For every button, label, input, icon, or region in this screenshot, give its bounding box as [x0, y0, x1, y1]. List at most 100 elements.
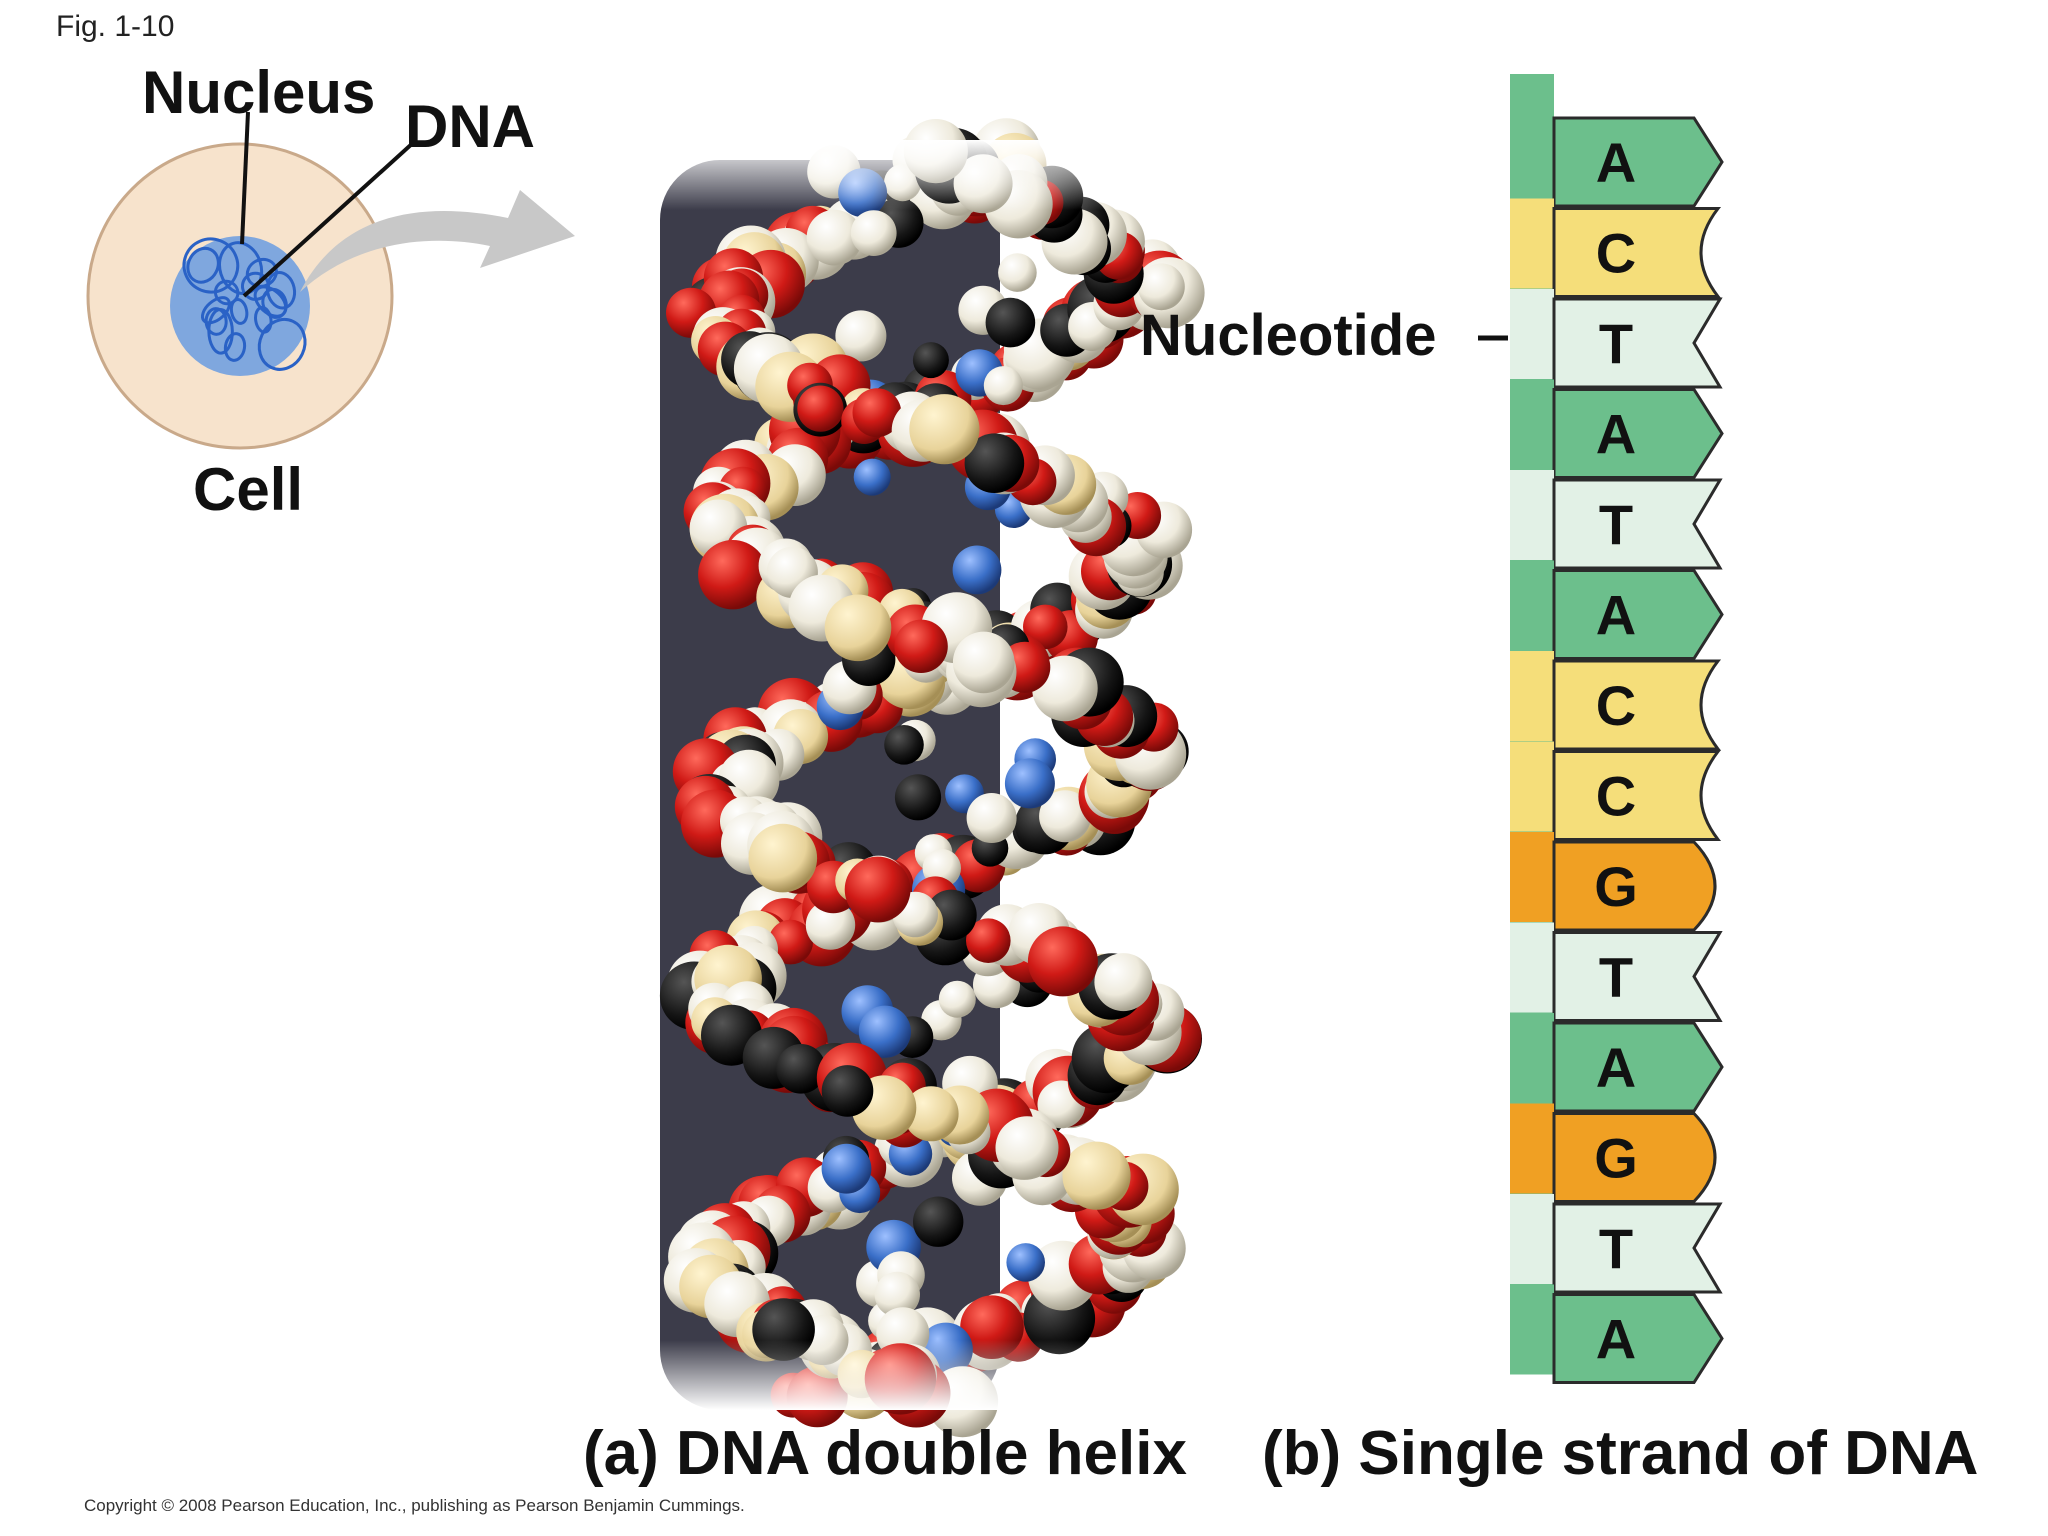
hydrogen-atom: [995, 1116, 1059, 1180]
oxygen-atom: [797, 385, 844, 432]
oxygen-atom: [852, 388, 902, 438]
backbone-segment: [1510, 1284, 1554, 1375]
base-letter: G: [1594, 855, 1638, 918]
caption-double-helix: (a) DNA double helix: [583, 1419, 1187, 1488]
backbone-segment: [1510, 1013, 1554, 1103]
carbon-atom: [912, 342, 949, 379]
nucleotide-base-A: [1552, 388, 1724, 479]
nucleus-dna-strands: [182, 237, 307, 371]
base-letter: A: [1596, 1036, 1636, 1099]
nucleotide-base-C: [1552, 659, 1722, 751]
helix-bottom-fade: [560, 1340, 1260, 1410]
hydrogen-atom: [1094, 953, 1153, 1012]
base-letter: T: [1599, 312, 1633, 375]
nucleotide-base-A: [1552, 1021, 1724, 1113]
oxygen-atom: [698, 540, 768, 610]
carbon-atom: [913, 1196, 964, 1247]
dna-pointer-line: [242, 140, 416, 298]
dna-label: DNA: [405, 93, 535, 160]
base-letter: T: [1599, 1217, 1633, 1280]
backbone-segment: [1510, 379, 1554, 470]
hydrogen-atom: [998, 253, 1037, 292]
nucleus-strand-loop: [223, 332, 247, 362]
hydrogen-atom: [938, 980, 976, 1018]
nucleus-strand-loop: [213, 279, 240, 306]
base-letter: T: [1599, 493, 1633, 556]
phosphorus-atom: [903, 1086, 959, 1142]
backbone-segment: [1510, 832, 1554, 922]
backbone-segment: [1510, 289, 1554, 379]
oxygen-atom: [844, 856, 911, 923]
backbone-segment: [1510, 741, 1554, 832]
nucleotide-base-A: [1552, 569, 1724, 660]
nucleus-label: Nucleus: [142, 59, 376, 126]
backbone-segment: [1510, 198, 1554, 289]
nucleotide-base-A: [1552, 116, 1724, 208]
nucleus-strand-loop: [253, 285, 288, 318]
base-letter: G: [1594, 1127, 1638, 1190]
cell-label: Cell: [193, 456, 304, 523]
nucleotide-base-T: [1552, 931, 1723, 1022]
oxygen-atom: [1027, 926, 1098, 997]
caption-single-strand: (b) Single strand of DNA: [1262, 1419, 1979, 1488]
carbon-atom: [821, 1065, 874, 1117]
nucleus-strand-loop: [257, 317, 307, 371]
base-letter: T: [1599, 946, 1633, 1009]
nucleus-strand-loop: [186, 246, 220, 284]
base-letter: C: [1596, 222, 1636, 285]
backbone-segment: [1510, 922, 1554, 1013]
carbon-atom: [894, 774, 942, 821]
base-letter: A: [1596, 584, 1636, 647]
base-letter: C: [1596, 674, 1636, 737]
base-letter: A: [1596, 131, 1636, 194]
cell-to-helix-arrow: [300, 190, 575, 292]
nucleotide-base-G: [1552, 840, 1717, 932]
base-letter: C: [1596, 765, 1636, 828]
nucleus-strand-loop: [182, 237, 240, 294]
hydrogen-atom: [952, 631, 1015, 694]
carbon-atom: [776, 1044, 826, 1094]
hydrogen-atom: [1138, 263, 1185, 311]
oxygen-atom: [966, 918, 1011, 963]
copyright-notice: Copyright © 2008 Pearson Education, Inc.…: [84, 1496, 745, 1515]
phosphorus-atom: [1062, 1141, 1131, 1210]
backbone-segment: [1510, 651, 1554, 741]
nucleotide-base-A: [1552, 1293, 1724, 1384]
hydrogen-atom: [835, 310, 887, 362]
hydrogen-atom: [966, 793, 1017, 843]
phosphorus-atom: [748, 823, 818, 893]
nitrogen-atom: [1004, 758, 1055, 809]
helix-top-fade: [560, 140, 1260, 210]
hydrogen-atom: [850, 210, 897, 256]
hydrogen-atom: [806, 209, 863, 266]
oxygen-atom: [894, 619, 948, 673]
nucleus-pointer-line: [240, 111, 250, 245]
nitrogen-atom: [853, 458, 891, 496]
nucleotide-label: Nucleotide: [1140, 303, 1437, 368]
nucleotide-base-T: [1552, 297, 1723, 389]
hydrogen-atom: [1039, 790, 1092, 843]
figure-label: Fig. 1-10: [56, 10, 175, 43]
nucleotide-base-C: [1552, 207, 1722, 298]
nucleus-strand-loop: [200, 296, 231, 325]
backbone-segment: [1510, 560, 1554, 651]
backbone-segment: [1510, 470, 1554, 560]
oxygen-atom: [768, 919, 813, 965]
hydrogen-atom: [983, 366, 1023, 406]
hydrogen-atom: [805, 900, 856, 950]
nucleotide-base-T: [1552, 1202, 1723, 1294]
backbone-segment: [1510, 108, 1554, 198]
hydrogen-atom: [874, 1271, 920, 1318]
backbone-segment: [1510, 1194, 1554, 1284]
nucleotide-base-T: [1552, 478, 1723, 570]
nitrogen-atom: [858, 1005, 912, 1058]
base-letter: A: [1596, 1308, 1636, 1371]
phosphorus-atom: [824, 594, 892, 662]
phosphorus-atom: [909, 394, 980, 465]
base-letter: A: [1596, 403, 1636, 466]
nitrogen-atom: [952, 545, 1002, 595]
